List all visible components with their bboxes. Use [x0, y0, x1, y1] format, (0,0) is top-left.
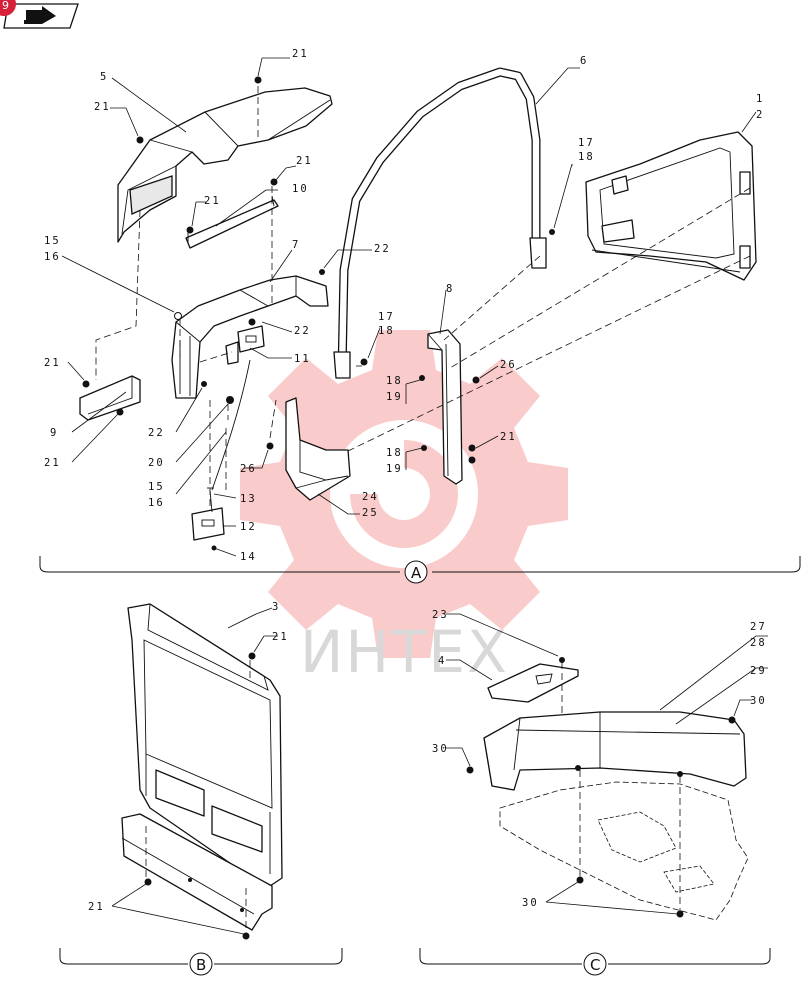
view-c-fasteners	[466, 657, 736, 918]
part-10-bracket-bar	[185, 195, 279, 249]
view-b-bracket	[59, 948, 343, 965]
part-6-roll-bar	[333, 67, 547, 379]
callout-30: 30	[432, 743, 449, 755]
callout-14: 14	[240, 551, 257, 563]
callout-22: 22	[148, 427, 165, 439]
callout-28: 28	[750, 637, 767, 649]
callout-17: 17	[378, 311, 395, 323]
callout-21: 21	[292, 48, 309, 60]
callout-16: 16	[44, 251, 61, 263]
callout-21: 21	[44, 357, 61, 369]
callout-5: 5	[100, 71, 108, 83]
callout-21: 21	[500, 431, 517, 443]
part-1-2-side-panel	[585, 131, 757, 281]
part-3-large-panel	[127, 603, 283, 887]
callout-26: 26	[500, 359, 517, 371]
view-a-label: A	[411, 564, 422, 582]
callout-16: 16	[148, 497, 165, 509]
callout-17: 17	[578, 137, 595, 149]
callout-21: 21	[44, 457, 61, 469]
part-7-mounting-frame	[171, 275, 329, 399]
view-c-leader-lines	[446, 613, 768, 915]
callout-labels: 21 5 21 6 1 2 21 10 21 17 18 15 16 7 22 …	[44, 48, 767, 913]
callout-24: 24	[362, 491, 379, 503]
part-8-vertical-post	[427, 329, 463, 485]
view-b-marker	[189, 952, 213, 976]
callout-12: 12	[240, 521, 257, 533]
callout-21: 21	[88, 901, 105, 913]
callout-21: 21	[94, 101, 111, 113]
callout-30: 30	[522, 897, 539, 909]
part-11-plate	[225, 325, 265, 365]
callout-18: 18	[386, 447, 403, 459]
part-c-base-floor	[499, 781, 749, 921]
callout-21: 21	[296, 155, 313, 167]
callout-27: 27	[750, 621, 767, 633]
callout-1: 1	[756, 93, 764, 105]
callout-11: 11	[294, 353, 311, 365]
callout-22: 22	[294, 325, 311, 337]
part-9-bracket	[79, 375, 141, 421]
callout-7: 7	[292, 239, 300, 251]
view-b-label: B	[196, 956, 206, 974]
callout-8: 8	[446, 283, 454, 295]
callout-18: 18	[386, 375, 403, 387]
callout-21: 21	[204, 195, 221, 207]
callout-19: 19	[386, 391, 403, 403]
part-13-pin	[207, 487, 214, 513]
page-badge[interactable]: 9	[0, 0, 16, 16]
view-a-fasteners	[82, 76, 555, 551]
part-12-plate	[191, 507, 225, 541]
page-badge-number: 9	[2, 0, 9, 12]
callout-23: 23	[432, 609, 449, 621]
callout-6: 6	[580, 55, 588, 67]
curved-rod	[211, 359, 251, 491]
watermark-text: ИНТЕХ	[300, 618, 509, 686]
callout-15: 15	[44, 235, 61, 247]
part-27-28-29-housing	[483, 711, 747, 791]
back-button[interactable]	[3, 3, 79, 29]
callout-18: 18	[378, 325, 395, 337]
callout-29: 29	[750, 665, 767, 677]
callout-2: 2	[756, 109, 764, 121]
view-a-leader-lines	[61, 57, 757, 557]
view-a-bracket	[39, 556, 801, 573]
part-5-upper-cowl	[117, 87, 333, 243]
callout-22: 22	[374, 243, 391, 255]
view-b-leader-lines	[111, 607, 278, 935]
part-3-base-plate	[121, 813, 273, 931]
callout-9: 9	[50, 427, 58, 439]
callout-3: 3	[272, 601, 280, 613]
callout-30: 30	[750, 695, 767, 707]
callout-21: 21	[272, 631, 289, 643]
view-b-fasteners	[144, 652, 256, 940]
view-c-marker	[583, 952, 607, 976]
callout-10: 10	[292, 183, 309, 195]
view-c-bracket	[419, 948, 771, 965]
callout-15: 15	[148, 481, 165, 493]
back-arrow-icon	[26, 6, 56, 24]
part-4-plate	[487, 663, 579, 703]
callout-18: 18	[578, 151, 595, 163]
callout-4: 4	[438, 655, 446, 667]
watermark-gear-logo	[240, 330, 568, 658]
view-a-assembly-lines	[95, 86, 751, 508]
callout-20: 20	[148, 457, 165, 469]
view-a-marker	[404, 560, 428, 584]
part-24-25-lower-bracket	[285, 397, 351, 501]
callout-13: 13	[240, 493, 257, 505]
callout-26: 26	[240, 463, 257, 475]
view-c-label: C	[590, 956, 600, 974]
callout-25: 25	[362, 507, 379, 519]
callout-19: 19	[386, 463, 403, 475]
